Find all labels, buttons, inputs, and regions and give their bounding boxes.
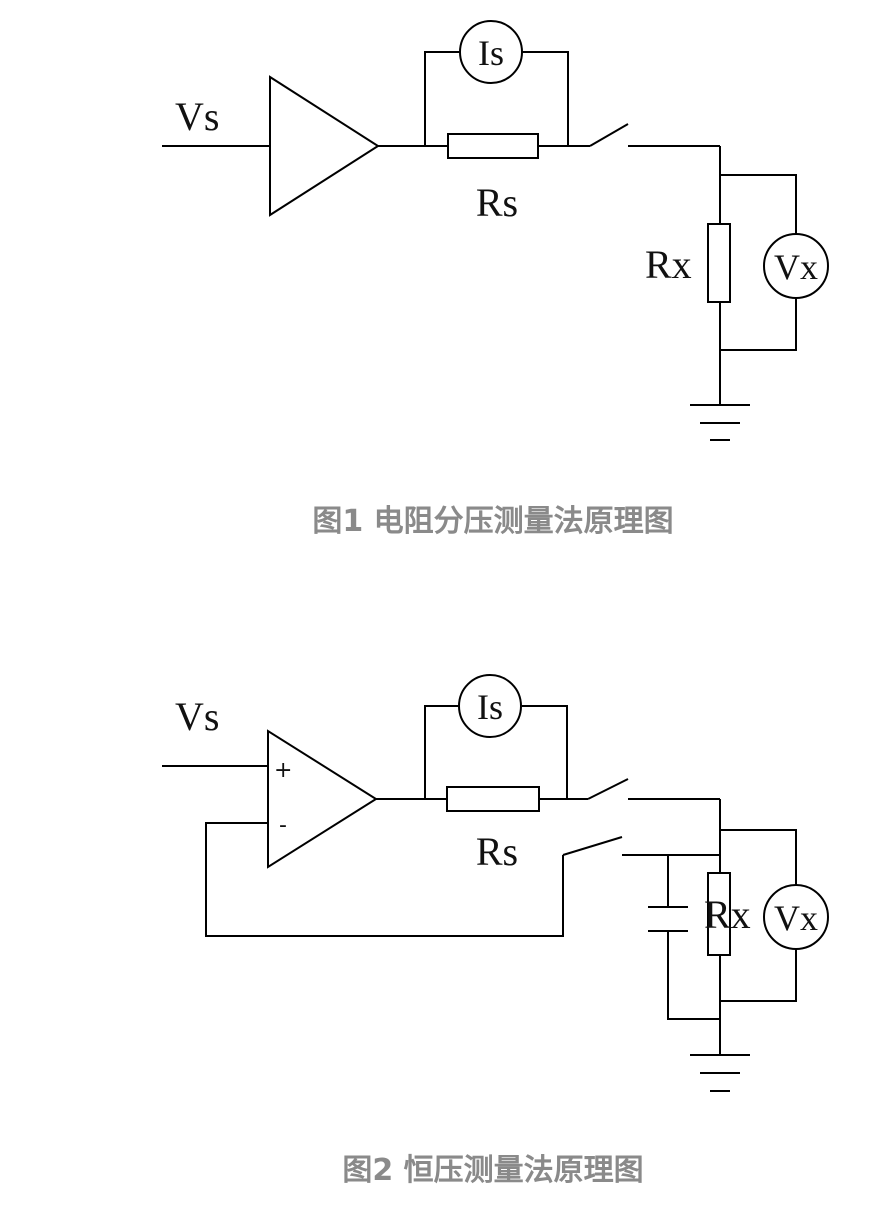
- fig1-current-meter: [459, 20, 523, 84]
- fig2-lower-switch: [562, 836, 623, 856]
- fig2-meter-loop: [424, 705, 568, 799]
- figure2-circuit: Vs + - Is Rs Rx Vx 图2 恒压测量法原理图: [162, 674, 829, 1188]
- fig2-caption: 图2 恒压测量法原理图: [342, 1153, 643, 1188]
- fig2-rs-label: Rs: [476, 829, 518, 874]
- fig2-feedback-wire: [205, 822, 564, 937]
- figure1-circuit: Vs Is Rs Rx Vx 图1 电阻分压测量法原理图: [162, 20, 829, 539]
- fig2-vs-label: Vs: [175, 694, 219, 739]
- fig1-voltage-meter: [763, 233, 829, 299]
- fig1-vs-label: Vs: [175, 94, 219, 139]
- fig2-is-label: Is: [477, 687, 503, 727]
- fig2-vx-label: Vx: [774, 898, 818, 938]
- fig2-capacitor: [648, 906, 688, 932]
- fig1-rx-label: Rx: [645, 242, 692, 287]
- fig1-unknown-resistor: [707, 223, 731, 303]
- fig1-rs-label: Rs: [476, 180, 518, 225]
- fig2-plus-sign: +: [274, 758, 292, 783]
- fig2-current-meter: [458, 674, 522, 738]
- fig2-minus-sign: -: [279, 813, 287, 838]
- fig2-series-resistor: [446, 786, 540, 812]
- fig2-voltage-meter: [763, 884, 829, 950]
- fig2-ground-icon: [690, 1054, 750, 1092]
- fig1-meter-loop: [424, 51, 569, 146]
- fig1-vx-label: Vx: [774, 247, 818, 287]
- fig2-vx-loop: [720, 829, 797, 1002]
- fig2-upper-switch: [587, 778, 629, 800]
- fig1-amplifier: [269, 75, 380, 217]
- fig1-is-label: Is: [478, 33, 504, 73]
- fig1-vx-loop: [720, 174, 797, 351]
- fig1-series-resistor: [447, 133, 539, 159]
- fig1-ground-icon: [690, 404, 750, 441]
- fig1-switch: [589, 123, 629, 147]
- fig2-op-amp: [267, 729, 378, 869]
- fig2-rx-label: Rx: [704, 892, 751, 937]
- fig2-capacitor-branch: [667, 855, 720, 1020]
- fig1-caption: 图1 电阻分压测量法原理图: [312, 504, 673, 539]
